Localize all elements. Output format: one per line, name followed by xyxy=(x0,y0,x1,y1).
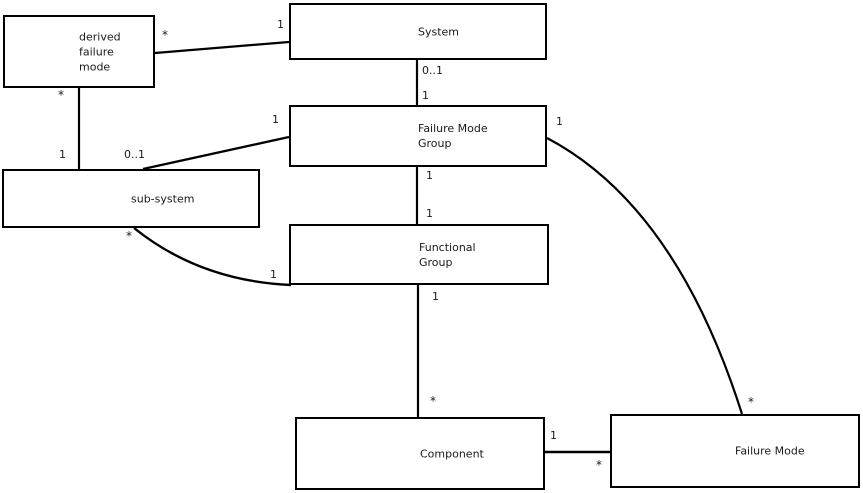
multiplicity-sub-system-to-failure-mode-group: 0..1 xyxy=(124,148,145,161)
edge-derived-failure-mode-system xyxy=(154,40,290,55)
multiplicity-system-to-failure-mode-group: 0..1 xyxy=(422,64,443,77)
multiplicity-functional-group-to-failure-mode-group: 1 xyxy=(426,207,433,220)
multiplicity-failure-mode-group-to-functional-group: 1 xyxy=(426,169,433,182)
class-box-label-failure-mode-group: Failure Mode Group xyxy=(418,122,488,150)
multiplicity-component-to-failure-mode: 1 xyxy=(550,429,557,442)
edge-failure-mode-group-failure-mode xyxy=(546,137,744,415)
multiplicity-failure-mode-group-to-failure-mode: 1 xyxy=(556,115,563,128)
class-box-label-component: Component xyxy=(420,447,484,460)
multiplicity-sub-system-to-derived-failure-mode: 1 xyxy=(59,148,66,161)
multiplicity-system-to-derived-failure-mode: 1 xyxy=(277,18,284,31)
multiplicity-failure-mode-group-to-system: 1 xyxy=(422,89,429,102)
multiplicity-derived-failure-mode-to-system: * xyxy=(162,28,168,42)
class-box-component[interactable]: Component xyxy=(295,417,545,490)
edge-sub-system-failure-mode-group xyxy=(142,135,290,171)
multiplicity-functional-group-to-sub-system: 1 xyxy=(270,268,277,281)
class-box-failure-mode-group[interactable]: Failure Mode Group xyxy=(289,105,547,167)
multiplicity-functional-group-to-component: 1 xyxy=(432,290,439,303)
multiplicity-failure-mode-group-to-sub-system: 1 xyxy=(272,113,279,126)
class-box-sub-system[interactable]: sub-system xyxy=(2,169,260,228)
multiplicity-failure-mode-to-component: * xyxy=(596,458,602,472)
class-box-label-functional-group: Functional Group xyxy=(419,240,476,269)
class-box-system[interactable]: System xyxy=(289,3,547,60)
edge-sub-system-functional-group xyxy=(133,227,292,287)
class-box-label-sub-system: sub-system xyxy=(131,192,195,205)
multiplicity-component-to-functional-group: * xyxy=(430,394,436,408)
multiplicity-derived-failure-mode-to-sub-system: * xyxy=(58,88,64,102)
class-box-functional-group[interactable]: Functional Group xyxy=(289,224,549,285)
class-box-label-derived-failure-mode: derived failure mode xyxy=(79,30,121,73)
multiplicity-failure-mode-to-failure-mode-group: * xyxy=(748,395,754,409)
class-box-failure-mode[interactable]: Failure Mode xyxy=(610,414,860,488)
multiplicity-sub-system-to-functional-group: * xyxy=(126,229,132,243)
class-box-derived-failure-mode[interactable]: derived failure mode xyxy=(3,15,155,88)
class-box-label-failure-mode: Failure Mode xyxy=(735,444,805,458)
class-box-label-system: System xyxy=(418,25,460,38)
